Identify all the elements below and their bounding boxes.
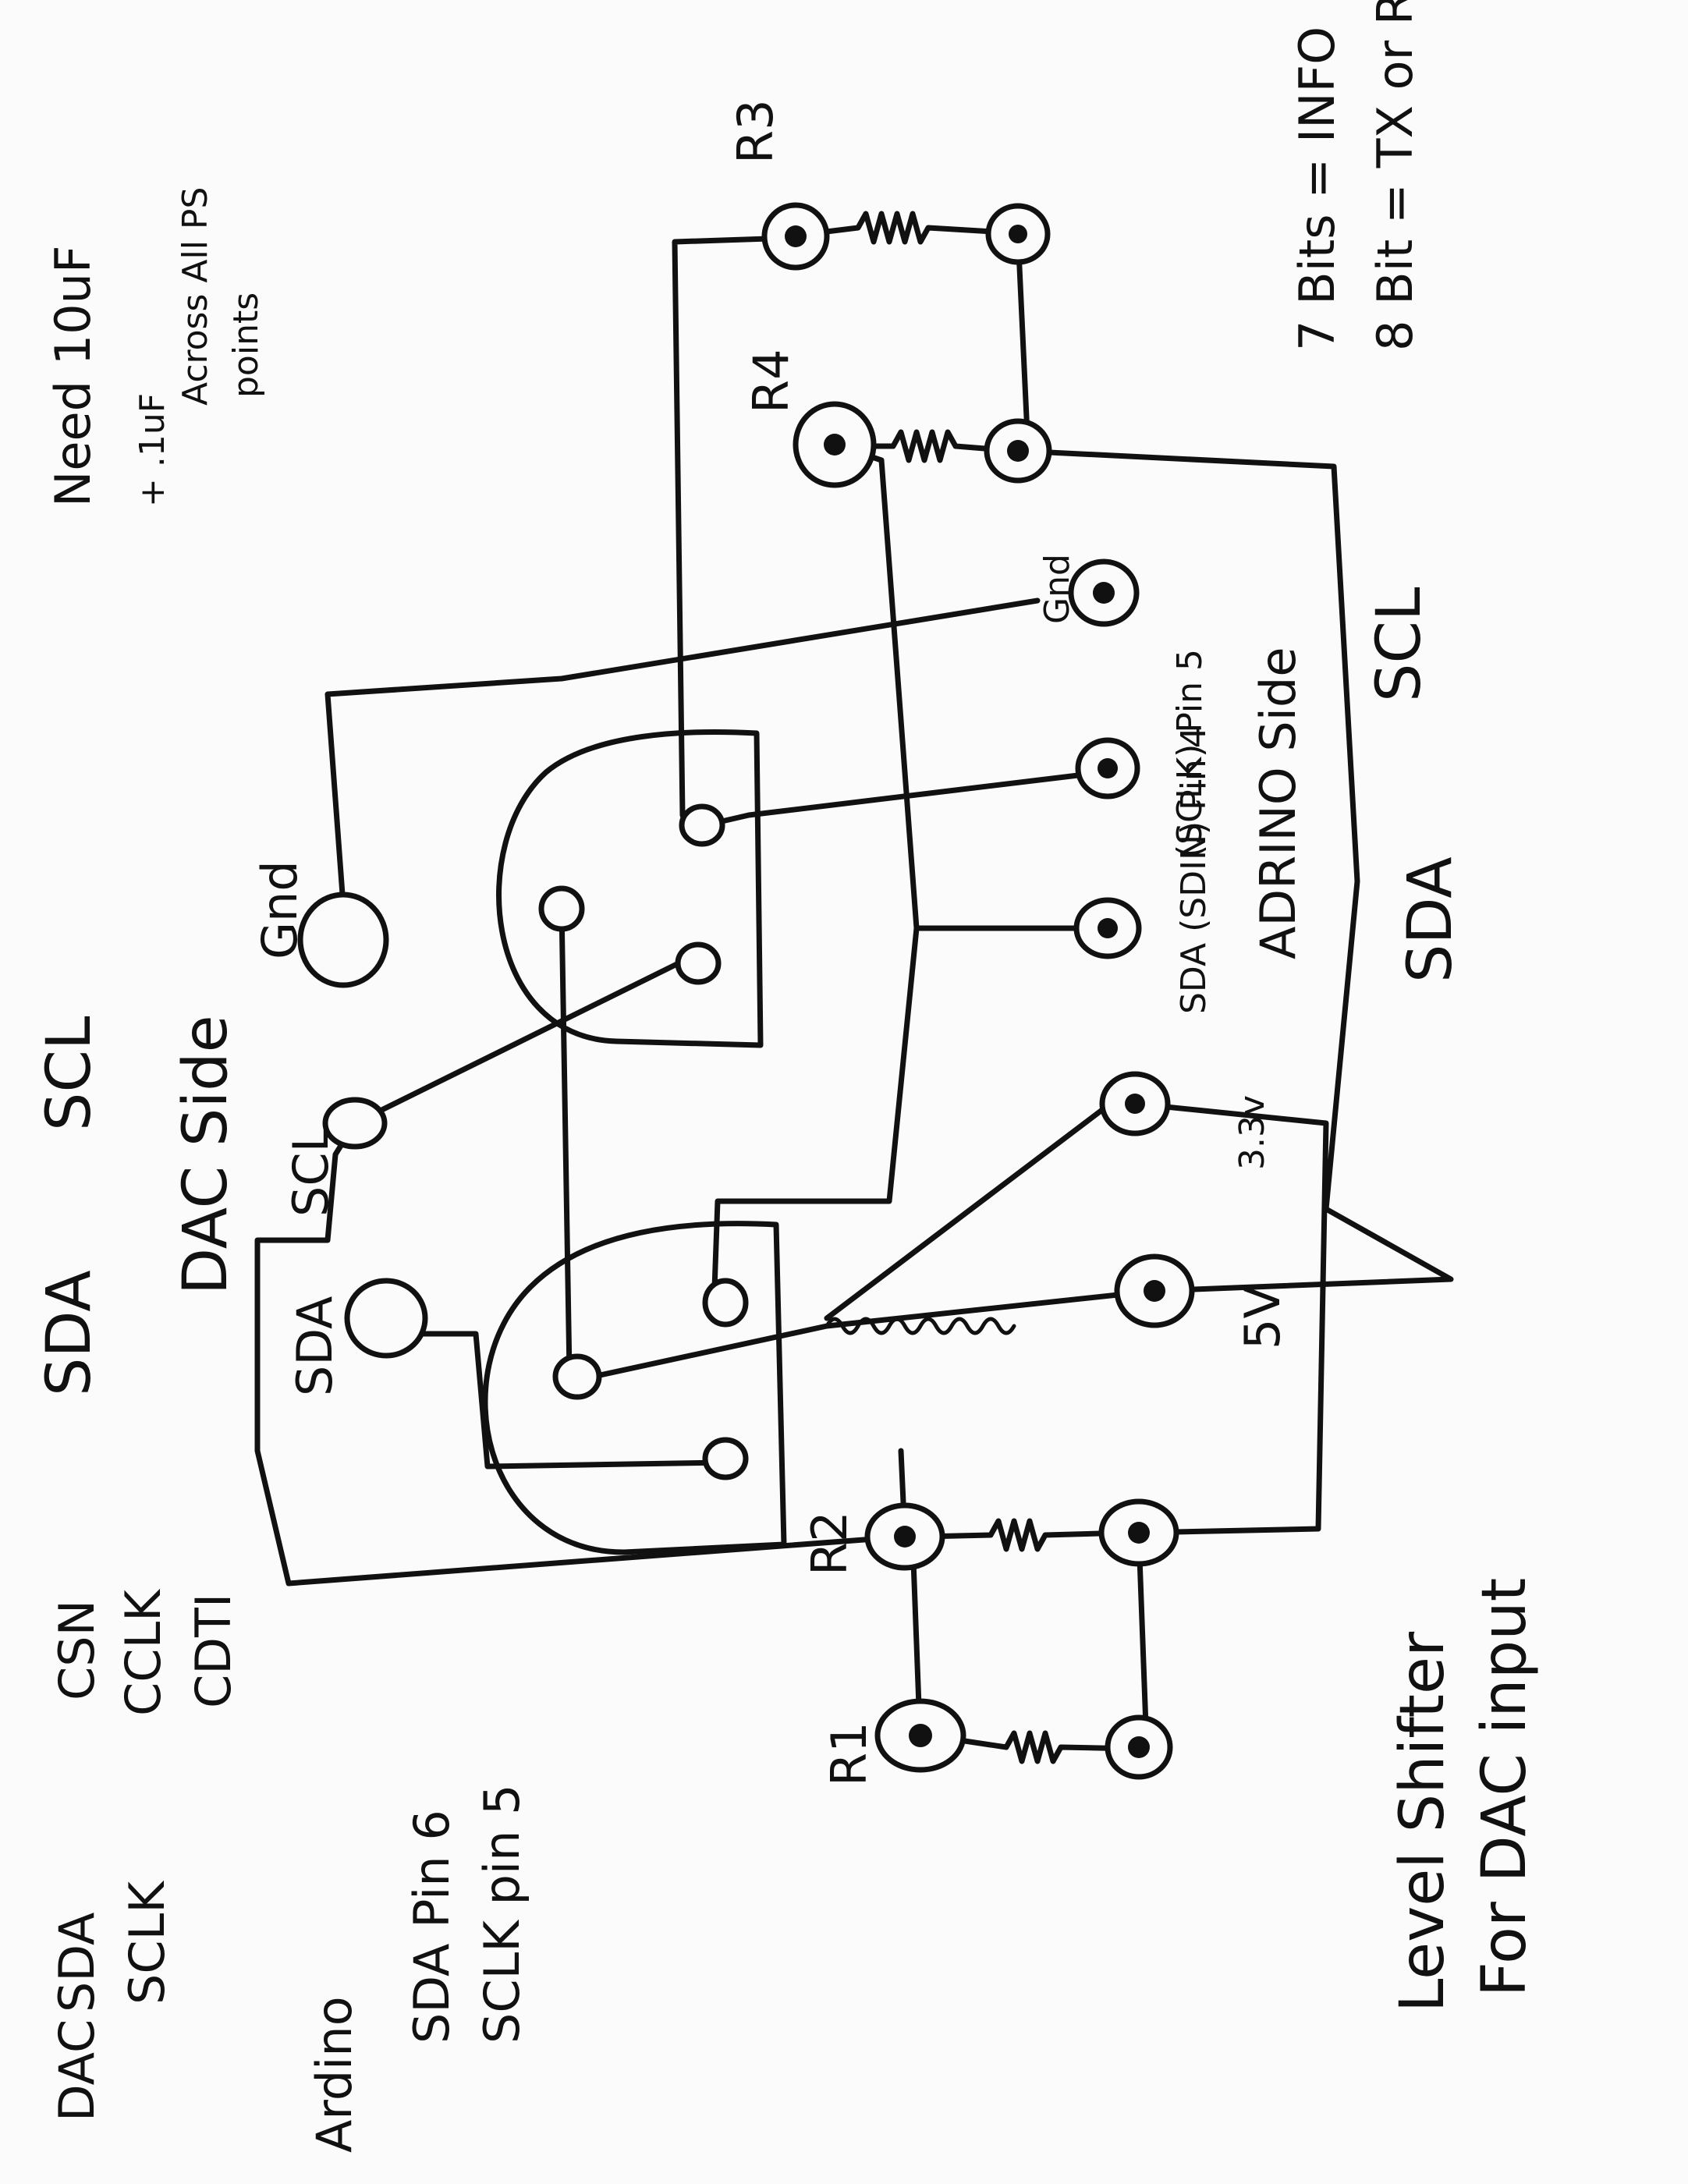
upper-transistor-pin-a bbox=[679, 803, 725, 847]
ard-sclk-label: (SCLK) Pin 5 bbox=[1170, 649, 1210, 858]
wire-outer-loop bbox=[254, 1120, 908, 1587]
wire-33v-rail bbox=[1132, 1101, 1329, 1536]
wire-r3-transistor bbox=[672, 235, 795, 830]
wire-sda-lower bbox=[711, 925, 920, 1314]
legend-dac: DAC bbox=[48, 2019, 105, 2122]
upper-transistor-pin-c bbox=[675, 941, 722, 985]
caps-note-4: points bbox=[226, 292, 266, 398]
legend-csn: CSN bbox=[48, 1600, 105, 1700]
dac-scl-label: SCL bbox=[282, 1125, 339, 1217]
bits-note-1: 7 Bits = INFO bbox=[1289, 27, 1346, 351]
lower-transistor-pin-b bbox=[552, 1353, 602, 1400]
lower-transistor-pin-c bbox=[702, 1437, 749, 1480]
pads bbox=[297, 202, 1195, 1780]
r1-label: R1 bbox=[821, 1721, 878, 1786]
dac-sda-pad bbox=[344, 1278, 428, 1359]
caps-note-3: Across All PS bbox=[176, 187, 215, 406]
upper-transistor-body bbox=[496, 729, 764, 1048]
ard-sdin-label: SDA (SDIN) Pin 4 bbox=[1174, 726, 1214, 1014]
wire-cross-a bbox=[559, 906, 573, 1376]
r3-zigzag bbox=[804, 211, 1009, 245]
dac-sda-label: SDA bbox=[286, 1296, 343, 1396]
ard-5v-label: 5V bbox=[1234, 1285, 1291, 1349]
r2-label: R2 bbox=[801, 1511, 858, 1576]
sda-bus-label: SDA bbox=[1395, 856, 1466, 983]
wire-r4-sda bbox=[832, 441, 1103, 931]
upper-transistor-pin-b bbox=[538, 885, 585, 932]
dac-gnd-pad bbox=[297, 892, 389, 988]
top-sda-label: SDA bbox=[34, 1270, 105, 1396]
r4-label: R4 bbox=[743, 349, 800, 413]
ard-gnd-label: Gnd bbox=[1037, 554, 1077, 624]
wire-5v-coil bbox=[590, 1288, 1158, 1380]
lower-transistor-pin-a bbox=[702, 1278, 749, 1328]
legend-ard-sclk: SCLK pin 5 bbox=[473, 1784, 530, 2044]
bits-note-2: 8 Bit = TX or RX bbox=[1367, 0, 1424, 351]
transistor-outlines bbox=[482, 729, 787, 1555]
lower-transistor-body bbox=[482, 1221, 787, 1555]
caps-note-2: + .1uF bbox=[133, 393, 172, 507]
dac-gnd-label: Gnd bbox=[251, 860, 308, 959]
r2-zigzag bbox=[921, 1518, 1130, 1552]
legend-dac-sclk: SCLK bbox=[119, 1881, 176, 2005]
dac-scl-pad bbox=[322, 1097, 388, 1150]
wire-r3-r4 bbox=[1015, 231, 1031, 454]
legend-ardino: Ardino bbox=[306, 1996, 363, 2153]
wire-33v bbox=[824, 1097, 1119, 1321]
caps-note-1: Need 10uF bbox=[44, 245, 101, 507]
scl-bus-label: SCL bbox=[1364, 587, 1434, 702]
wire-5v-coil-wrap bbox=[824, 1317, 1016, 1335]
legend-ard-sda: SDA Pin 6 bbox=[403, 1810, 460, 2044]
wire-gnd bbox=[324, 597, 1041, 908]
wire-r1-r2-right bbox=[1136, 1533, 1150, 1750]
dac-side-label: DAC Side bbox=[171, 1015, 241, 1295]
r1-zigzag bbox=[925, 1730, 1138, 1764]
r4-zigzag bbox=[843, 429, 1017, 463]
title-line-1: Level Shifter bbox=[1388, 1631, 1458, 2012]
legend-dac-sda: SDA bbox=[48, 1913, 105, 2012]
resistors bbox=[804, 211, 1138, 1764]
wire-dac-sda bbox=[387, 1331, 729, 1470]
wire-cross-b bbox=[352, 952, 697, 1126]
top-scl-label: SCL bbox=[34, 1016, 105, 1131]
annotations: Need 10uF + .1uF Across All PS points 7 … bbox=[34, 0, 1540, 2153]
legend-cdti: CDTI bbox=[185, 1594, 242, 1708]
legend-cclk: CCLK bbox=[115, 1589, 172, 1716]
r3-label: R3 bbox=[727, 99, 784, 164]
ard-33v-label: 3.3v bbox=[1232, 1095, 1272, 1170]
ardino-side-label: ADRINO Side bbox=[1250, 647, 1307, 960]
wire-right-rail bbox=[1015, 448, 1454, 1294]
title-line-2: For DAC input bbox=[1470, 1578, 1540, 1997]
